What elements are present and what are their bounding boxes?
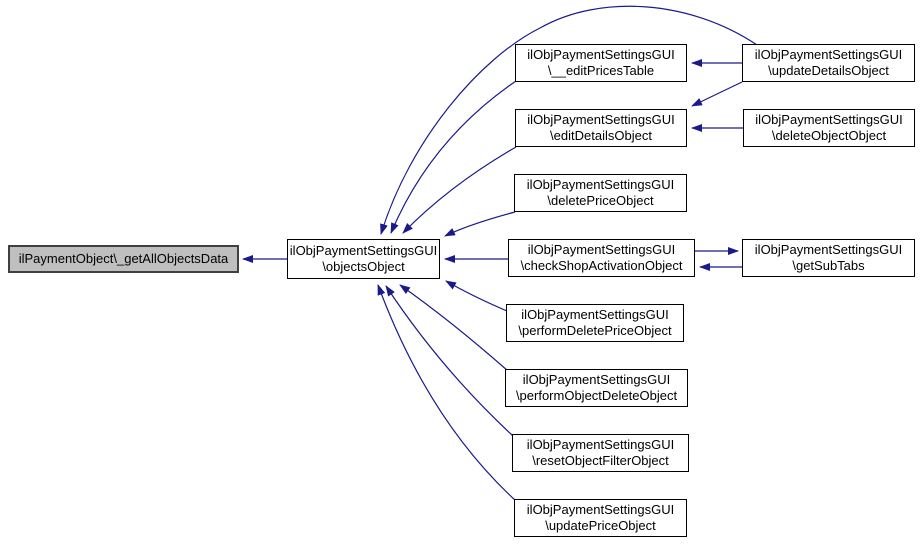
node-updateDetailsObject[interactable]: ilObjPaymentSettingsGUI\updateDetailsObj… <box>742 44 915 82</box>
node-label-line: ilObjPaymentSettingsGUI <box>754 47 903 62</box>
node-deletePriceObject[interactable]: ilObjPaymentSettingsGUI\deletePriceObjec… <box>514 174 687 212</box>
edge-deletePriceObject-to-objectsObject <box>444 211 516 237</box>
node-label-line: \getSubTabs <box>792 258 865 273</box>
edge-updatePriceObject-to-objectsObject <box>377 284 517 502</box>
node-label-line: \checkShopActivationObject <box>520 258 683 273</box>
node-objectsObject[interactable]: ilObjPaymentSettingsGUI\objectsObject <box>287 239 440 279</box>
node-label-line: ilObjPaymentSettingsGUI <box>527 112 675 127</box>
node-checkShopActivationObject[interactable]: ilObjPaymentSettingsGUI\checkShopActivat… <box>508 239 695 277</box>
node-getAllObjectsData: ilPaymentObject\_getAllObjectsData <box>8 245 239 273</box>
node-label-line: ilObjPaymentSettingsGUI <box>755 112 903 127</box>
node-editPricesTable[interactable]: ilObjPaymentSettingsGUI\__editPricesTabl… <box>515 44 687 82</box>
node-resetObjectFilterObject[interactable]: ilObjPaymentSettingsGUI\resetObjectFilte… <box>512 434 689 472</box>
node-label-line: ilObjPaymentSettingsGUI <box>521 307 669 322</box>
node-label-line: ilObjPaymentSettingsGUI <box>526 437 675 452</box>
node-label-line: ilObjPaymentSettingsGUI <box>522 372 671 387</box>
edge-updateDetailsObject-to-objectsObject <box>380 5 758 235</box>
edge-performDeletePriceObject-to-objectsObject <box>445 280 508 312</box>
node-editDetailsObject[interactable]: ilObjPaymentSettingsGUI\editDetailsObjec… <box>515 109 687 147</box>
node-performDeletePriceObject[interactable]: ilObjPaymentSettingsGUI\performDeletePri… <box>506 304 684 342</box>
node-performObjectDeleteObject[interactable]: ilObjPaymentSettingsGUI\performObjectDel… <box>505 369 688 407</box>
edge-resetObjectFilterObject-to-objectsObject <box>385 285 514 437</box>
node-label-line: ilObjPaymentSettingsGUI <box>527 242 676 257</box>
node-label-line: \resetObjectFilterObject <box>532 453 669 468</box>
node-deleteObjectObject[interactable]: ilObjPaymentSettingsGUI\deleteObjectObje… <box>743 109 915 147</box>
edge-editPricesTable-to-objectsObject <box>390 80 517 234</box>
node-label-line: \performDeletePriceObject <box>518 323 672 338</box>
node-label-line: ilObjPaymentSettingsGUI <box>526 502 675 517</box>
node-label-line: ilPaymentObject\_getAllObjectsData <box>18 251 229 266</box>
node-label-line: \performObjectDeleteObject <box>515 388 678 403</box>
node-label-line: \updatePriceObject <box>545 518 656 533</box>
node-label-line: ilObjPaymentSettingsGUI <box>289 243 438 258</box>
node-label-line: \deletePriceObject <box>547 193 654 208</box>
node-label-line: \updateDetailsObject <box>768 63 889 78</box>
node-label-line: ilObjPaymentSettingsGUI <box>527 47 675 62</box>
edge-updateDetailsObject-to-editDetailsObject <box>691 81 743 107</box>
edge-editDetailsObject-to-objectsObject <box>402 146 517 234</box>
node-label-line: \editDetailsObject <box>550 128 652 143</box>
node-label-line: \objectsObject <box>322 259 405 274</box>
node-label-line: \__editPricesTable <box>547 63 655 78</box>
edge-performObjectDeleteObject-to-objectsObject <box>399 284 509 372</box>
node-getSubTabs[interactable]: ilObjPaymentSettingsGUI\getSubTabs <box>742 239 915 277</box>
node-label-line: ilObjPaymentSettingsGUI <box>526 177 675 192</box>
node-label-line: \deleteObjectObject <box>771 128 887 143</box>
node-label-line: ilObjPaymentSettingsGUI <box>754 242 903 257</box>
node-updatePriceObject[interactable]: ilObjPaymentSettingsGUI\updatePriceObjec… <box>514 499 687 537</box>
